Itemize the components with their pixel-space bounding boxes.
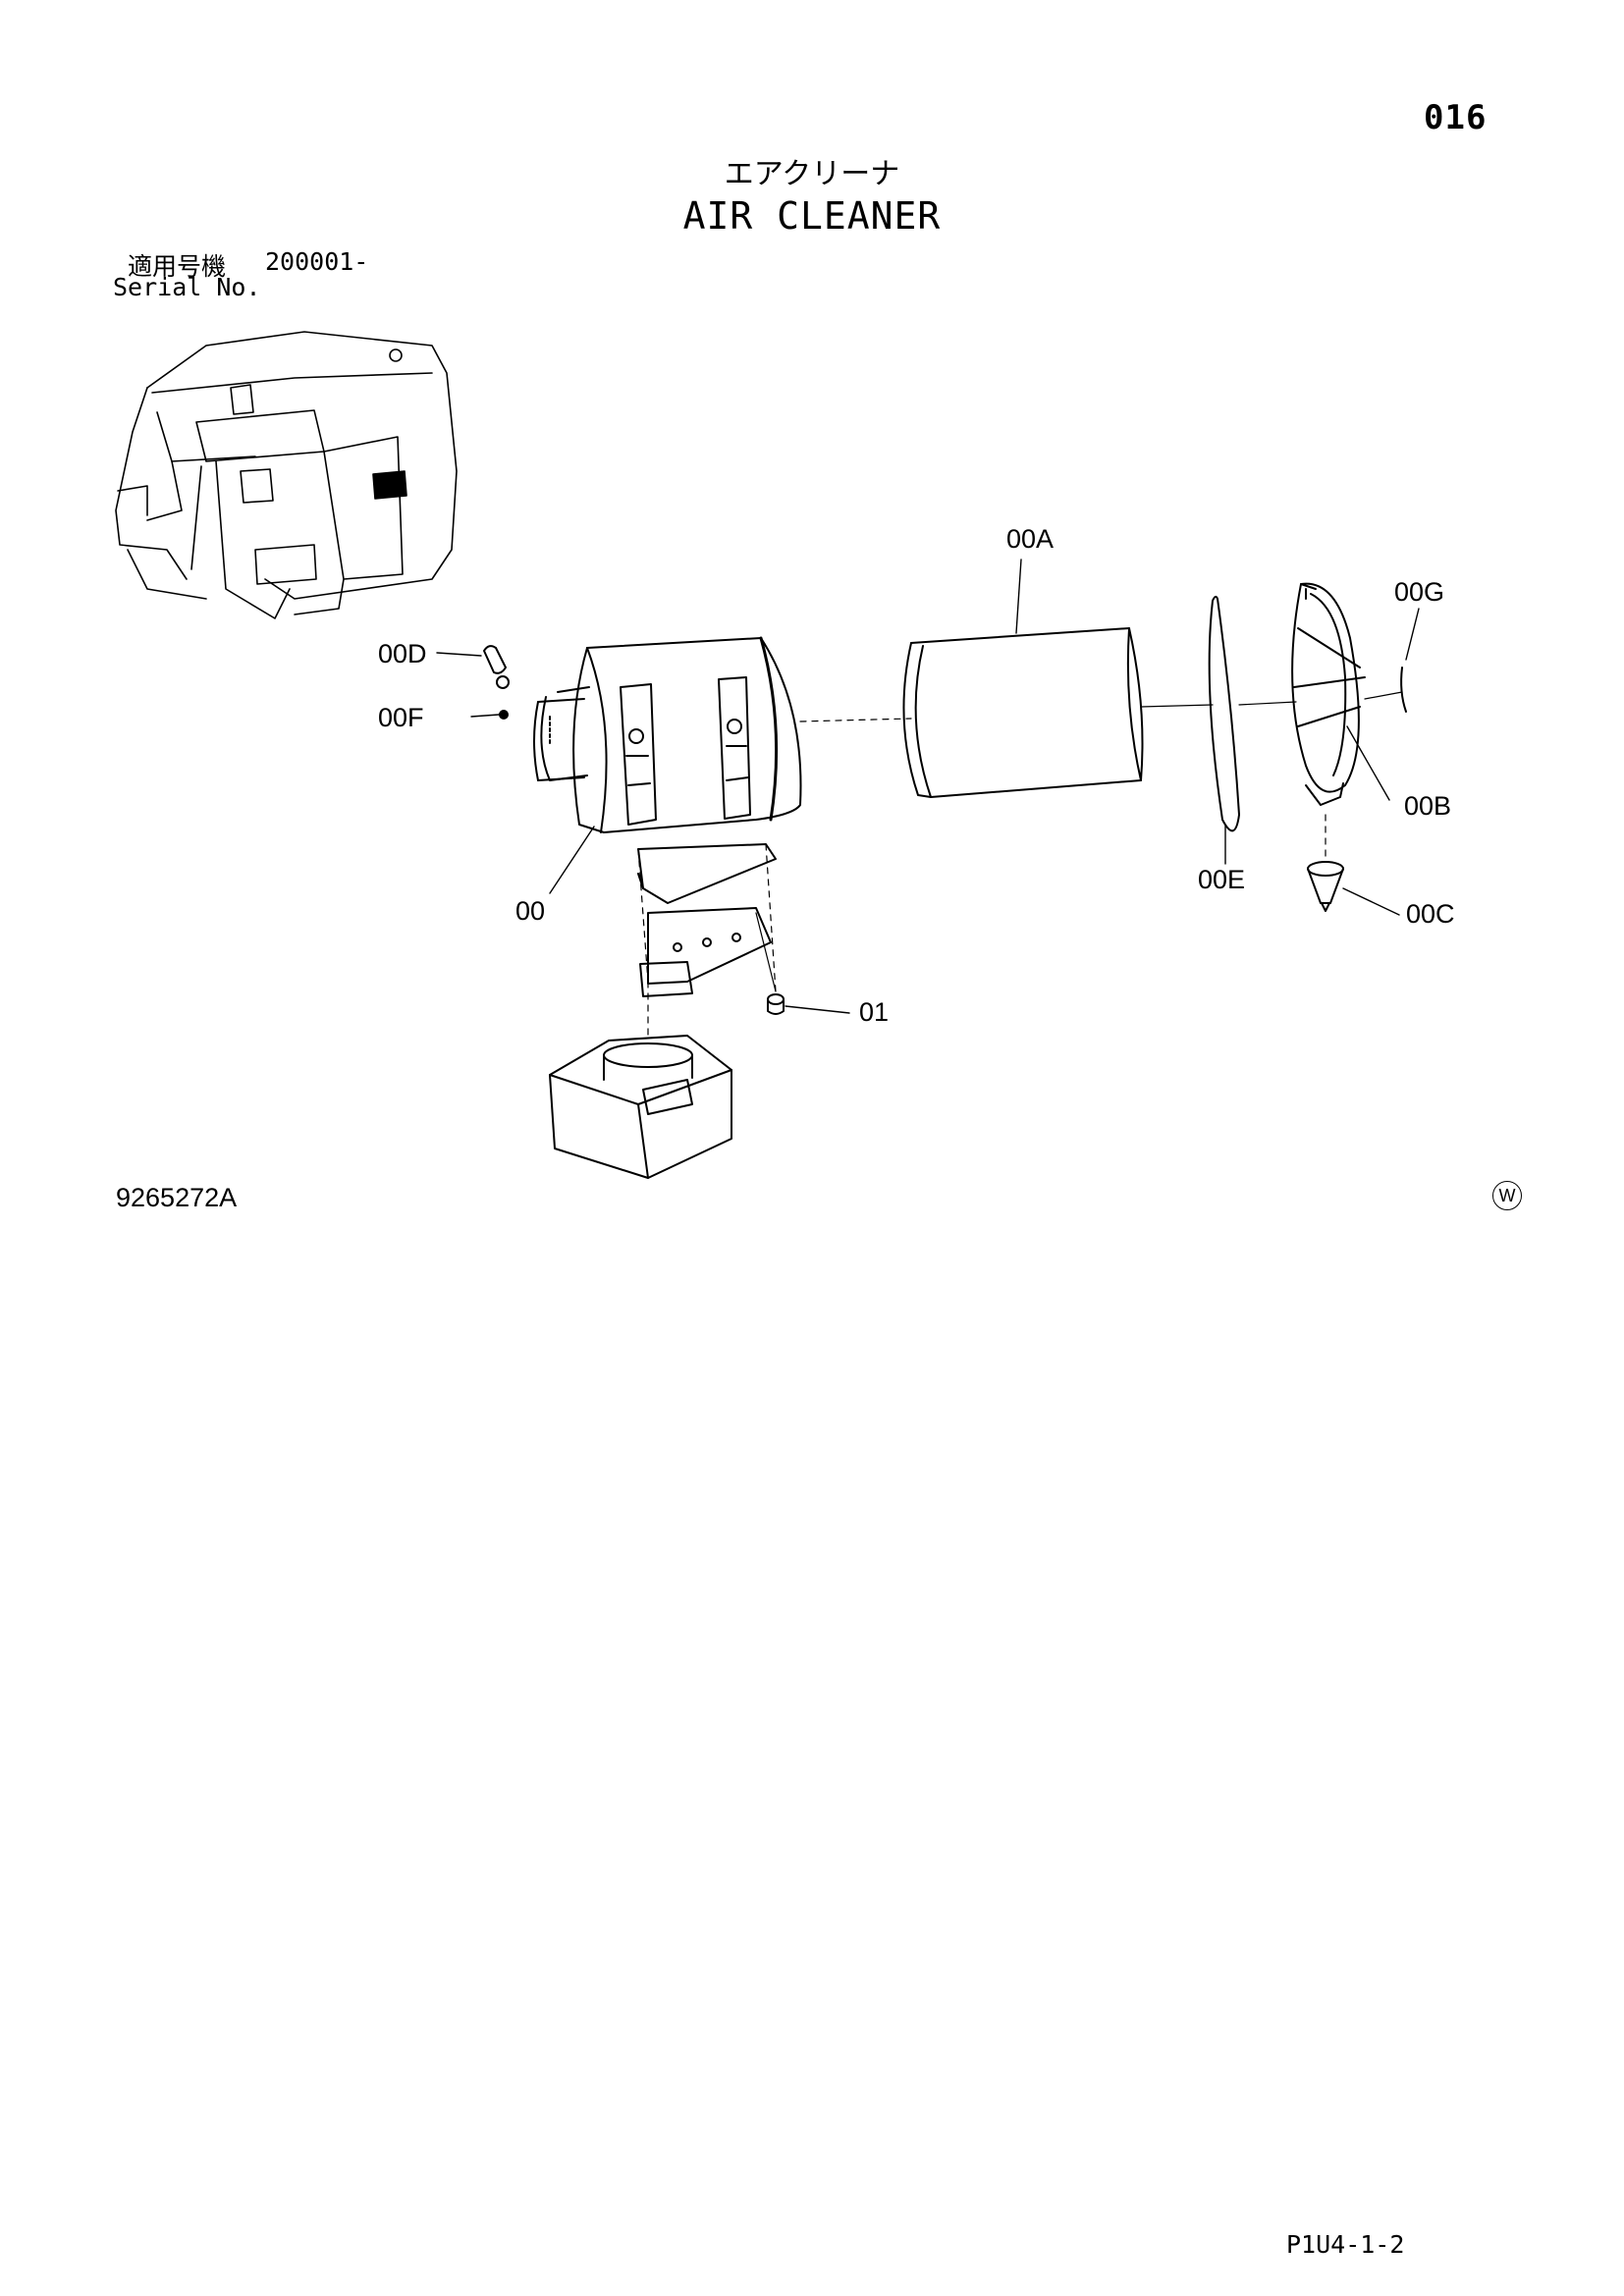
part-label-00F: 00F: [378, 703, 424, 732]
bolt: [767, 993, 785, 1015]
part-label-00C: 00C: [1406, 899, 1455, 929]
base-box: [549, 1035, 732, 1179]
filter-element: [902, 627, 1144, 798]
page-code: P1U4-1-2: [1286, 2230, 1405, 2259]
alignment-lines: [637, 691, 1403, 1037]
serial-label-english: Serial No.: [113, 273, 261, 301]
title-english: AIR CLEANER: [682, 194, 942, 238]
title-japanese: エアクリーナ: [724, 157, 900, 191]
gasket-ring: [1208, 595, 1240, 832]
small-parts: [483, 645, 1407, 747]
machine-locator-sketch: [115, 331, 458, 619]
part-label-00G: 00G: [1394, 577, 1444, 607]
serial-value: 200001-: [265, 247, 369, 276]
circled-w-mark: W: [1492, 1181, 1522, 1210]
page-number: 016: [1424, 98, 1488, 137]
part-label-00D: 00D: [378, 639, 427, 668]
air-cleaner-housing: [533, 636, 802, 833]
leader-lines: [436, 559, 1420, 1014]
cover-assembly: [1291, 582, 1366, 806]
part-label-00A: 00A: [1006, 524, 1054, 554]
part-label-00: 00: [515, 896, 545, 926]
mounting-bracket: [637, 843, 777, 997]
part-labels: 00A 00G 00D 00F 00B 00E 00C 00 01: [378, 524, 1455, 1027]
dust-valve: [1307, 861, 1344, 912]
serial-label-japanese: 適用号機: [128, 252, 227, 281]
part-label-00B: 00B: [1404, 791, 1451, 821]
drawing-number: 9265272A: [116, 1183, 238, 1212]
part-label-01: 01: [859, 997, 889, 1027]
part-label-00E: 00E: [1198, 865, 1245, 894]
